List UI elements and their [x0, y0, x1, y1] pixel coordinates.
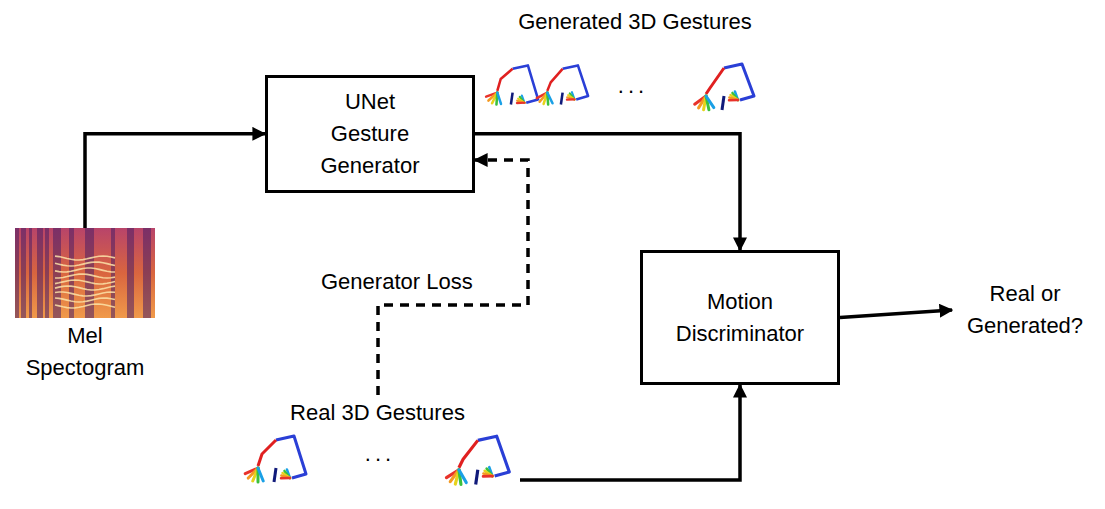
- flow-arrow: [840, 310, 952, 318]
- spectrogram-harmonic: [55, 280, 115, 284]
- flow-arrow: [520, 385, 740, 480]
- output-label: Real or Generated?: [952, 270, 1098, 350]
- left-arm: [547, 69, 562, 91]
- flow-arrow: [475, 134, 740, 250]
- input-spectrogram: Mel Spectogram: [10, 228, 160, 390]
- spectrogram-band: [111, 228, 115, 318]
- spectrogram-band: [37, 228, 43, 318]
- ellipsis: ...: [608, 72, 658, 101]
- hand-finger: [497, 93, 501, 104]
- left-arm: [706, 68, 724, 94]
- right-arm: [563, 65, 589, 99]
- right-arm: [513, 65, 539, 102]
- hand-finger: [547, 93, 552, 104]
- hand-finger: [567, 98, 575, 100]
- figure-caption: Generated 3D Gestures: [480, 8, 790, 37]
- left-arm: [497, 69, 512, 91]
- ellipsis: ...: [355, 440, 405, 469]
- forearm: [274, 468, 276, 482]
- spectrogram-harmonic: [55, 304, 115, 308]
- gesture-skeleton: [245, 436, 306, 482]
- spectrogram-harmonic: [55, 298, 115, 302]
- gesture-skeleton: [537, 65, 588, 104]
- gesture-skeleton: [446, 436, 509, 484]
- forearm: [511, 93, 513, 105]
- node-text: Real or Generated?: [960, 278, 1090, 342]
- edge-label: Generator Loss: [318, 268, 476, 297]
- forearm: [561, 93, 563, 105]
- spectrogram-band: [53, 228, 61, 318]
- hand-finger: [483, 475, 492, 478]
- hand-finger: [281, 477, 290, 480]
- right-arm: [276, 436, 306, 478]
- node-text: Mel Spectogram: [20, 320, 150, 384]
- spectrogram-harmonic: [55, 256, 115, 260]
- left-arm: [258, 440, 276, 466]
- left-arm: [459, 440, 478, 467]
- hand-finger: [483, 473, 492, 476]
- hand-finger: [281, 476, 290, 478]
- right-arm: [724, 64, 754, 100]
- node-text: UNet Gesture Generator: [314, 86, 426, 182]
- spectrogram-ground: [15, 228, 155, 318]
- hand-finger: [729, 98, 738, 100]
- spectrogram-harmonic: [55, 268, 115, 272]
- process-box: Motion Discriminator: [640, 250, 840, 385]
- spectrogram-band: [15, 228, 19, 318]
- right-arm: [478, 436, 510, 476]
- hand-finger: [729, 99, 738, 102]
- spectrogram-band: [143, 228, 151, 318]
- flow-arrow: [85, 134, 265, 228]
- gesture-skeleton: [486, 65, 538, 104]
- spectrogram-harmonic: [55, 286, 115, 290]
- spectrogram-band: [127, 228, 134, 318]
- gesture-skeleton: [695, 64, 754, 110]
- process-box: UNet Gesture Generator: [265, 75, 475, 193]
- hand-finger: [567, 97, 574, 99]
- forearm: [722, 96, 724, 110]
- mel-spectrogram-image: [15, 228, 155, 318]
- forearm: [476, 470, 478, 485]
- spectrogram-band: [69, 228, 74, 318]
- hand-finger: [258, 468, 263, 481]
- spectrogram-band: [45, 228, 49, 318]
- node-text: Real 3D Gestures: [290, 397, 465, 429]
- hand-finger: [706, 96, 714, 108]
- hand-finger: [459, 470, 466, 483]
- node-text: Motion Discriminator: [665, 286, 815, 350]
- hand-finger: [517, 101, 524, 103]
- spectrogram-band: [29, 228, 32, 318]
- spectrogram-harmonic: [55, 292, 115, 296]
- hand-finger: [517, 102, 525, 104]
- spectrogram-harmonic: [55, 274, 115, 278]
- spectrogram-band: [21, 228, 26, 318]
- spectrogram-harmonic: [55, 262, 115, 266]
